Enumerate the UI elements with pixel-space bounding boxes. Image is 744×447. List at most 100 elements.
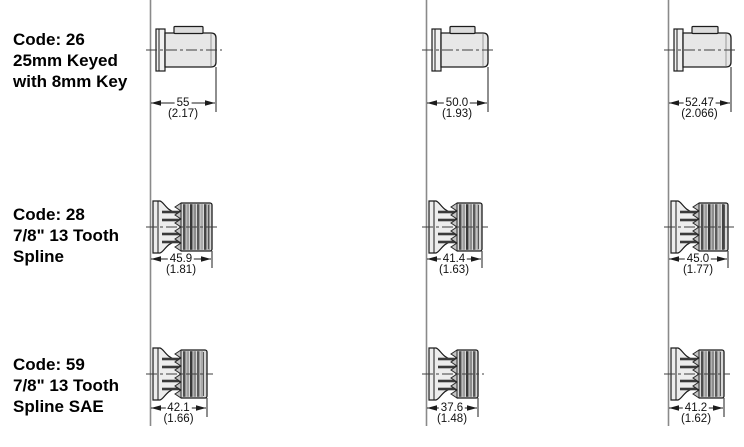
dimension-arrow-left <box>669 256 679 262</box>
spline-tooth-bar <box>438 210 457 214</box>
row-label-code-28: Code: 28 7/8" 13 Tooth Spline <box>13 204 119 267</box>
spline-tooth-stripe <box>459 351 462 397</box>
dimension-arrow-right <box>196 405 206 411</box>
spline-tooth-bar <box>438 240 457 244</box>
dimension-arrow-right <box>477 100 487 106</box>
spline-tooth-bar <box>162 218 181 222</box>
dim-mm-value: 52.47 <box>683 97 716 109</box>
spline-tooth-stripe <box>722 204 725 250</box>
spline-tooth-stripe <box>197 204 200 250</box>
dimension-arrow-right <box>717 256 727 262</box>
dimension-arrow-right <box>471 256 481 262</box>
shaft-key <box>449 25 476 35</box>
dim-mm-value: 37.6 <box>438 402 466 414</box>
dimension-arrow-left <box>151 405 161 411</box>
dim-inch-value: (1.66) <box>163 413 194 425</box>
spline-tooth-bar <box>680 387 699 391</box>
dim-inch-value: (2.066) <box>681 108 718 120</box>
spline-tooth-bar <box>680 365 699 369</box>
spline-tooth-bar <box>680 232 699 236</box>
dim-mm-value: 42.1 <box>165 402 192 414</box>
spline-lead-in-teeth <box>450 349 458 399</box>
dimension-arrow-right <box>205 100 215 106</box>
dim-inch-value: (1.63) <box>438 264 470 276</box>
keyed-shaft-drawing <box>664 25 737 72</box>
code-label: Code: 26 <box>13 30 85 49</box>
dimension-arrow-left <box>427 405 437 411</box>
spline-tooth-bar <box>438 379 457 383</box>
label-line: with 8mm Key <box>13 72 128 91</box>
spline-shaft-drawing <box>664 347 730 401</box>
spline-tooth-stripe <box>197 351 200 397</box>
dim-inch-value: (2.17) <box>167 108 199 120</box>
keyed-shaft-drawing <box>146 25 222 72</box>
dim-mm-value: 41.2 <box>682 402 710 414</box>
dimension-arrow-right <box>720 100 730 106</box>
dimension-arrow-left <box>151 100 161 106</box>
dim-inch-value: (1.48) <box>436 413 468 425</box>
dimension-arrow-left <box>427 100 437 106</box>
spline-tooth-stripe <box>701 351 704 397</box>
spline-tooth-bar <box>680 240 699 244</box>
dimension-arrow-right <box>467 405 477 411</box>
spline-tooth-stripe <box>459 204 462 250</box>
dimension-arrow-right <box>713 405 723 411</box>
spline-tooth-stripe <box>715 351 718 397</box>
spline-shaft-drawing <box>146 200 218 254</box>
spline-tooth-stripe <box>183 351 186 397</box>
spline-tooth-bar <box>438 232 457 236</box>
spline-tooth-bar <box>162 387 181 391</box>
spline-shaft-drawing <box>422 347 484 401</box>
spline-tooth-bar <box>162 379 181 383</box>
dimension-arrow-left <box>151 256 161 262</box>
code-label: Code: 28 <box>13 205 85 224</box>
dimension-arrow-left <box>669 405 679 411</box>
label-line: 7/8" 13 Tooth <box>13 376 119 395</box>
spline-tooth-bar <box>162 357 181 361</box>
spline-tooth-stripe <box>183 204 186 250</box>
spline-tooth-bar <box>438 357 457 361</box>
row-label-code-26: Code: 26 25mm Keyed with 8mm Key <box>13 29 127 92</box>
spline-shaft-drawing <box>146 347 213 401</box>
dim-mm-value: 55 <box>174 97 192 109</box>
spline-tooth-bar <box>680 218 699 222</box>
label-line: 7/8" 13 Tooth <box>13 226 119 245</box>
spline-tooth-stripe <box>204 204 207 250</box>
label-line: Spline SAE <box>13 397 104 416</box>
shaft-key <box>691 25 719 35</box>
spline-tooth-stripe <box>715 204 718 250</box>
spline-tooth-bar <box>162 232 181 236</box>
spline-tooth-stripe <box>701 204 704 250</box>
spline-tooth-bar <box>162 365 181 369</box>
spline-lead-in-teeth <box>174 349 182 399</box>
dimension <box>151 398 208 417</box>
spline-tooth-bar <box>438 365 457 369</box>
keyed-shaft-drawing <box>422 25 494 72</box>
dim-inch-value: (1.62) <box>680 413 712 425</box>
dimension-arrow-left <box>427 256 437 262</box>
spline-shaft-drawing <box>664 200 734 254</box>
dimension-arrow-right <box>201 256 211 262</box>
spline-tooth-bar <box>162 210 181 214</box>
dim-inch-value: (1.77) <box>682 264 714 276</box>
dim-inch-value: (1.93) <box>441 108 473 120</box>
spline-lead-in-teeth <box>174 202 182 252</box>
dim-inch-value: (1.81) <box>165 264 197 276</box>
spline-lead-in-teeth <box>692 202 700 252</box>
spline-shaft-drawing <box>422 200 488 254</box>
spline-tooth-bar <box>680 379 699 383</box>
dimension <box>427 398 479 417</box>
spline-tooth-bar <box>162 240 181 244</box>
spline-lead-in-teeth <box>450 202 458 252</box>
dimension-arrow-left <box>669 100 679 106</box>
spline-tooth-bar <box>438 218 457 222</box>
label-line: 25mm Keyed <box>13 51 118 70</box>
row-label-code-59: Code: 59 7/8" 13 Tooth Spline SAE <box>13 354 119 417</box>
shaft-key <box>173 25 204 35</box>
spline-tooth-bar <box>680 357 699 361</box>
spline-tooth-stripe <box>473 204 476 250</box>
dim-mm-value: 45.9 <box>167 253 195 265</box>
spline-tooth-bar <box>680 210 699 214</box>
